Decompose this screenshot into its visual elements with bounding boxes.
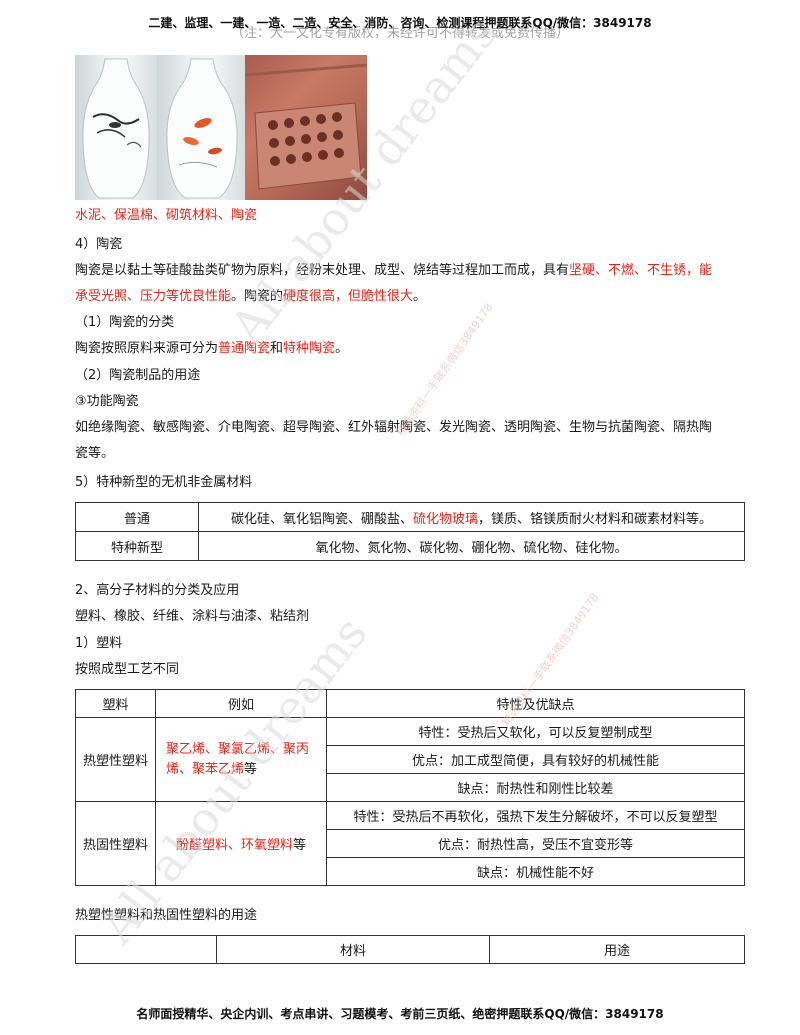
vase-photo-koi [157, 55, 245, 200]
ceramics-text: 陶瓷按照原料来源可分为 [75, 341, 219, 356]
header-cell: 用途 [489, 935, 745, 964]
ceramics-highlight: 承受光照、压力等优良性能 [75, 289, 232, 304]
ceramics-class-heading: （1）陶瓷的分类 [75, 315, 175, 330]
plastic-name: 热固性塑料 [75, 801, 156, 886]
ceramics-highlight: 特种陶瓷 [283, 341, 336, 356]
header-cell: 特性及优缺点 [326, 689, 745, 718]
plastic-table: 塑料 例如 特性及优缺点 热塑性塑料 聚乙烯、聚氯乙烯、聚丙烯、聚苯乙烯等 特性… [75, 689, 745, 886]
header-cell: 例如 [155, 689, 327, 718]
table-row: 普通 碳化硅、氧化铝陶瓷、硼酸盐、硫化物玻璃，镁质、铬镁质耐火材料和碳素材料等。 [75, 502, 745, 532]
ceramics-text: 陶瓷是以黏土等硅酸盐类矿物为原料，经粉末处理、成型、烧结等过程加工而成，具有 [75, 263, 570, 278]
plastic-example: 酚醛塑料、环氧塑料等 [155, 801, 327, 886]
ceramics-highlight: 硬度很高，但脆性很大 [283, 289, 414, 304]
header-cell: 塑料 [75, 689, 156, 718]
plastic-heading: 1）塑料 [75, 636, 123, 651]
new-materials-heading: 5）特种新型的无机非金属材料 [75, 475, 253, 490]
ceramics-highlight: 普通陶瓷 [218, 341, 271, 356]
table-row: 热固性塑料 酚醛塑料、环氧塑料等 特性：受热后不再软化，强热下发生分解破坏，不可… [75, 801, 745, 886]
header-ghost-text: （注：大一文化专有版权，未经许可不得转发或免费传播） [230, 26, 569, 41]
brick-photo [245, 55, 367, 200]
vase-photo-ink [75, 55, 157, 200]
cell-text: ，镁质、铬镁质耐火材料和碳素材料等。 [478, 511, 713, 527]
ceramics-heading: 4）陶瓷 [75, 237, 123, 252]
cell-highlight: 硫化物玻璃 [412, 511, 478, 527]
polymer-heading: 2、高分子材料的分类及应用 [75, 583, 240, 598]
table-header-row: 塑料 例如 特性及优缺点 [75, 689, 745, 718]
example-highlight: 烯、聚苯乙烯 [166, 761, 245, 777]
table-row: 缺点：耐热性和刚性比较差 [76, 773, 745, 802]
row-value: 氧化物、氮化物、碳化物、硼化物、硫化物、硅化物。 [198, 531, 745, 561]
plastic-name: 热塑性塑料 [75, 717, 156, 802]
uses-heading: 热塑性塑料和热固性塑料的用途 [75, 908, 258, 923]
ceramics-text: 。陶瓷的 [231, 289, 284, 304]
ceramics-text: 。 [413, 289, 427, 304]
ceramics-paragraph-line1: 陶瓷是以黏土等硅酸盐类矿物为原料，经粉末处理、成型、烧结等过程加工而成，具有坚硬… [75, 262, 712, 280]
cell-text: 碳化硅、氧化铝陶瓷、硼酸盐、 [230, 511, 413, 527]
process-line: 按照成型工艺不同 [75, 662, 180, 677]
uses-table: 材料 用途 [75, 935, 745, 964]
property-cell: 缺点：机械性能不好 [326, 857, 745, 886]
new-materials-table: 普通 碳化硅、氧化铝陶瓷、硼酸盐、硫化物玻璃，镁质、铬镁质耐火材料和碳素材料等。… [75, 502, 745, 561]
ceramics-class-line: 陶瓷按照原料来源可分为普通陶瓷和特种陶瓷。 [75, 340, 348, 358]
footer-banner: 名师面授精华、央企内训、考点串讲、习题模考、考前三页纸、绝密押题联系QQ/微信：… [136, 1007, 664, 1021]
property-cell: 特性：受热后又软化，可以反复塑制成型 [326, 717, 745, 746]
photo-caption: 水泥、保温棉、砌筑材料、陶瓷 [75, 208, 258, 223]
property-cell: 缺点：耐热性和刚性比较差 [326, 773, 745, 802]
row-label: 普通 [75, 502, 199, 532]
row-value: 碳化硅、氧化铝陶瓷、硼酸盐、硫化物玻璃，镁质、铬镁质耐火材料和碳素材料等。 [198, 502, 745, 532]
ceramics-use-heading: （2）陶瓷制品的用途 [75, 368, 201, 383]
example-text: 等 [244, 761, 258, 777]
functional-ceramics-line1: 如绝缘陶瓷、敏感陶瓷、介电陶瓷、超导陶瓷、红外辐射陶瓷、发光陶瓷、透明陶瓷、生物… [75, 420, 713, 435]
functional-ceramics-heading: ③功能陶瓷 [75, 394, 139, 409]
header-cell-empty [75, 935, 217, 964]
plastic-example: 聚乙烯、聚氯乙烯、聚丙烯、聚苯乙烯等 [155, 717, 327, 802]
header-cell: 材料 [216, 935, 490, 964]
ceramics-paragraph-line2: 承受光照、压力等优良性能。陶瓷的硬度很高，但脆性很大。 [75, 288, 426, 306]
table-row: 缺点：机械性能不好 [76, 857, 745, 886]
ceramics-text: 和 [270, 341, 284, 356]
example-text: 等 [293, 838, 307, 853]
property-cell: 特性：受热后不再软化，强热下发生分解破坏，不可以反复塑型 [326, 801, 745, 830]
table-row: 特种新型 氧化物、氮化物、碳化物、硼化物、硫化物、硅化物。 [75, 531, 745, 561]
row-label: 特种新型 [75, 531, 199, 561]
property-cell: 优点：耐热性高，受压不宜变形等 [326, 829, 745, 858]
example-highlight: 酚醛塑料、环氧塑料 [175, 838, 293, 853]
header-banner: 二建、监理、一建、一造、二造、安全、消防、咨询、检测课程押题联系QQ/微信：38… [148, 16, 652, 30]
table-header-row: 材料 用途 [75, 935, 745, 964]
table-row: 热塑性塑料 聚乙烯、聚氯乙烯、聚丙烯、聚苯乙烯等 特性：受热后又软化，可以反复塑… [75, 717, 745, 802]
polymer-types: 塑料、橡胶、纤维、涂料与油漆、粘结剂 [75, 609, 310, 624]
functional-ceramics-line2: 瓷等。 [75, 446, 115, 461]
ceramics-highlight: 坚硬、不燃、不生锈，能 [569, 263, 713, 278]
property-cell: 优点：加工成型简便，具有较好的机械性能 [326, 745, 745, 774]
example-highlight: 聚乙烯、聚氯乙烯、聚丙 [166, 741, 310, 757]
ceramics-text: 。 [335, 341, 349, 356]
table-row: 优点：加工成型简便，具有较好的机械性能 [76, 745, 745, 774]
